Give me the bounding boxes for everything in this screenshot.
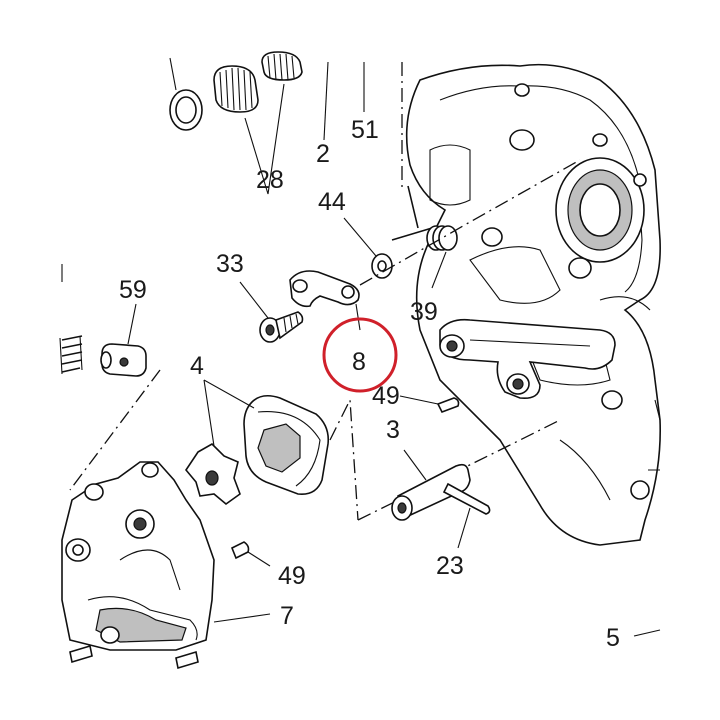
leader-7: [213, 613, 271, 623]
crankcase-half: [405, 63, 662, 546]
leader-39: [431, 251, 447, 289]
leader-5: [633, 629, 661, 637]
pin-lower: [230, 541, 250, 560]
leader-4: [203, 379, 255, 447]
callout-39: 39: [410, 298, 438, 326]
coil-spring: [59, 335, 83, 375]
washer: [371, 253, 393, 279]
needle-bearing-right: [261, 51, 303, 81]
leader-2: [323, 61, 329, 141]
callout-23: 23: [436, 552, 464, 580]
callout-7: 7: [280, 602, 294, 630]
leader-3: [403, 449, 427, 481]
dowel-pin: [442, 482, 491, 515]
highlight-circle: [322, 317, 398, 393]
callout-44: 44: [318, 188, 346, 216]
shaft: [391, 463, 471, 521]
callout-3: 3: [386, 416, 400, 444]
callout-51: 51: [351, 116, 379, 144]
callout-33: 33: [216, 250, 244, 278]
callout-49-lower: 49: [278, 562, 306, 590]
callout-8: 8: [352, 348, 366, 376]
needle-bearing-left: [213, 65, 259, 113]
callout-2: 2: [316, 140, 330, 168]
axis-line-left: [69, 369, 161, 491]
axis-line-center: [329, 397, 359, 521]
leader-49-upper: [399, 395, 439, 405]
inner-rotor: [185, 443, 241, 506]
selector-lever: [439, 318, 616, 400]
callout-49-upper: 49: [372, 382, 400, 410]
seal-ring: [169, 57, 203, 131]
leader-59: [127, 303, 137, 345]
leader-23: [457, 507, 471, 549]
callout-59: 59: [119, 276, 147, 304]
outer-rotor: [243, 394, 330, 496]
leader-49-lower: [247, 551, 271, 567]
callout-5: 5: [606, 624, 620, 652]
axis-line-spring: [359, 159, 581, 286]
screw: [259, 311, 304, 343]
leader-44: [343, 217, 377, 257]
bolts-bottom: [69, 644, 199, 670]
leader-33: [239, 281, 269, 319]
callout-28: 28: [256, 166, 284, 194]
leader-28: [244, 83, 285, 195]
pin-upper: [436, 397, 460, 414]
leader-8: [355, 303, 361, 331]
callout-4: 4: [190, 352, 204, 380]
plunger: [100, 343, 147, 377]
retaining-plate: [289, 270, 360, 308]
pump-cover: [61, 461, 215, 651]
